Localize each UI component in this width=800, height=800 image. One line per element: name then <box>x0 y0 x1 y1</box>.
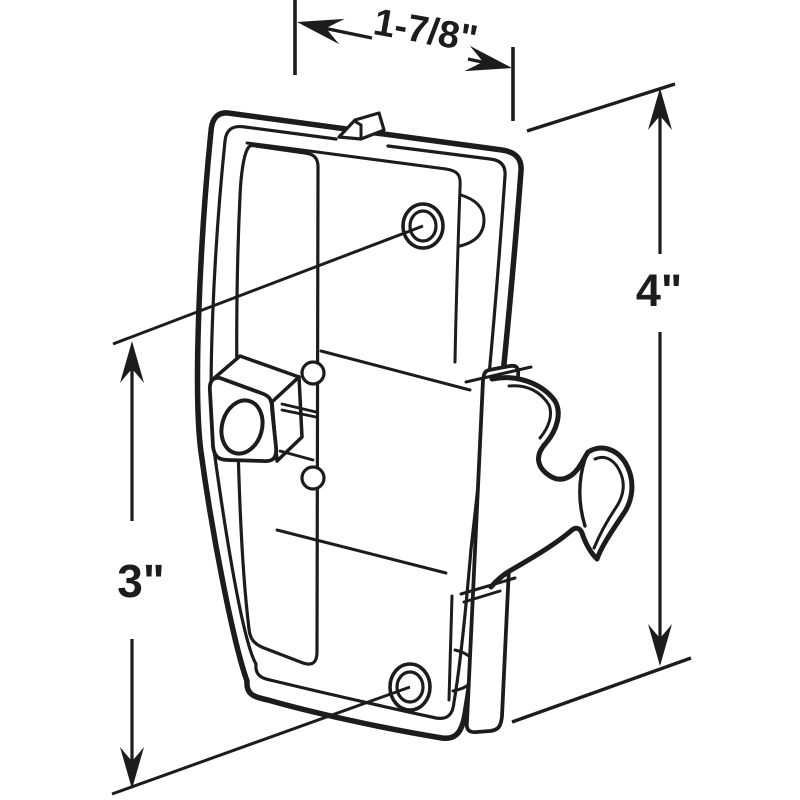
arrow-right-icon <box>464 45 512 72</box>
arrow-left-icon <box>297 18 345 45</box>
face-crease-lower-diagonal <box>275 528 448 575</box>
face-crease-top <box>245 141 462 364</box>
rail-rivet-bottom <box>300 465 326 491</box>
arrow-down-icon <box>648 624 672 666</box>
extension-line <box>526 82 676 133</box>
extension-line <box>112 224 424 346</box>
slide-button <box>207 354 318 464</box>
side-boss-top <box>458 193 486 248</box>
rail-rivet-top <box>300 360 326 386</box>
slide-button-hole <box>219 398 265 456</box>
arrow-up-icon <box>648 88 672 130</box>
height-label: 4" <box>636 265 682 316</box>
face-crease-bottom <box>447 594 454 702</box>
dimension-width: 1-7/8" <box>293 0 515 121</box>
face-crease-upper-diagonal <box>319 349 472 392</box>
plate-guide-slots <box>459 365 533 604</box>
latch-body-inner-edge <box>209 124 507 720</box>
latch-hook-inner-lines <box>507 384 625 550</box>
latch-hook-assembly <box>459 363 635 735</box>
extension-line <box>111 685 411 796</box>
latch-hook <box>488 375 635 590</box>
dimension-height: 4" <box>511 82 692 724</box>
extension-line <box>511 656 692 724</box>
screw-spacing-label: 3" <box>117 555 164 607</box>
arrow-down-icon <box>120 747 144 789</box>
slide-track <box>278 402 318 462</box>
arrow-up-icon <box>120 341 144 383</box>
width-label: 1-7/8" <box>370 1 480 61</box>
top-tab <box>337 111 386 141</box>
dimension-screw-spacing: 3" <box>111 224 424 796</box>
